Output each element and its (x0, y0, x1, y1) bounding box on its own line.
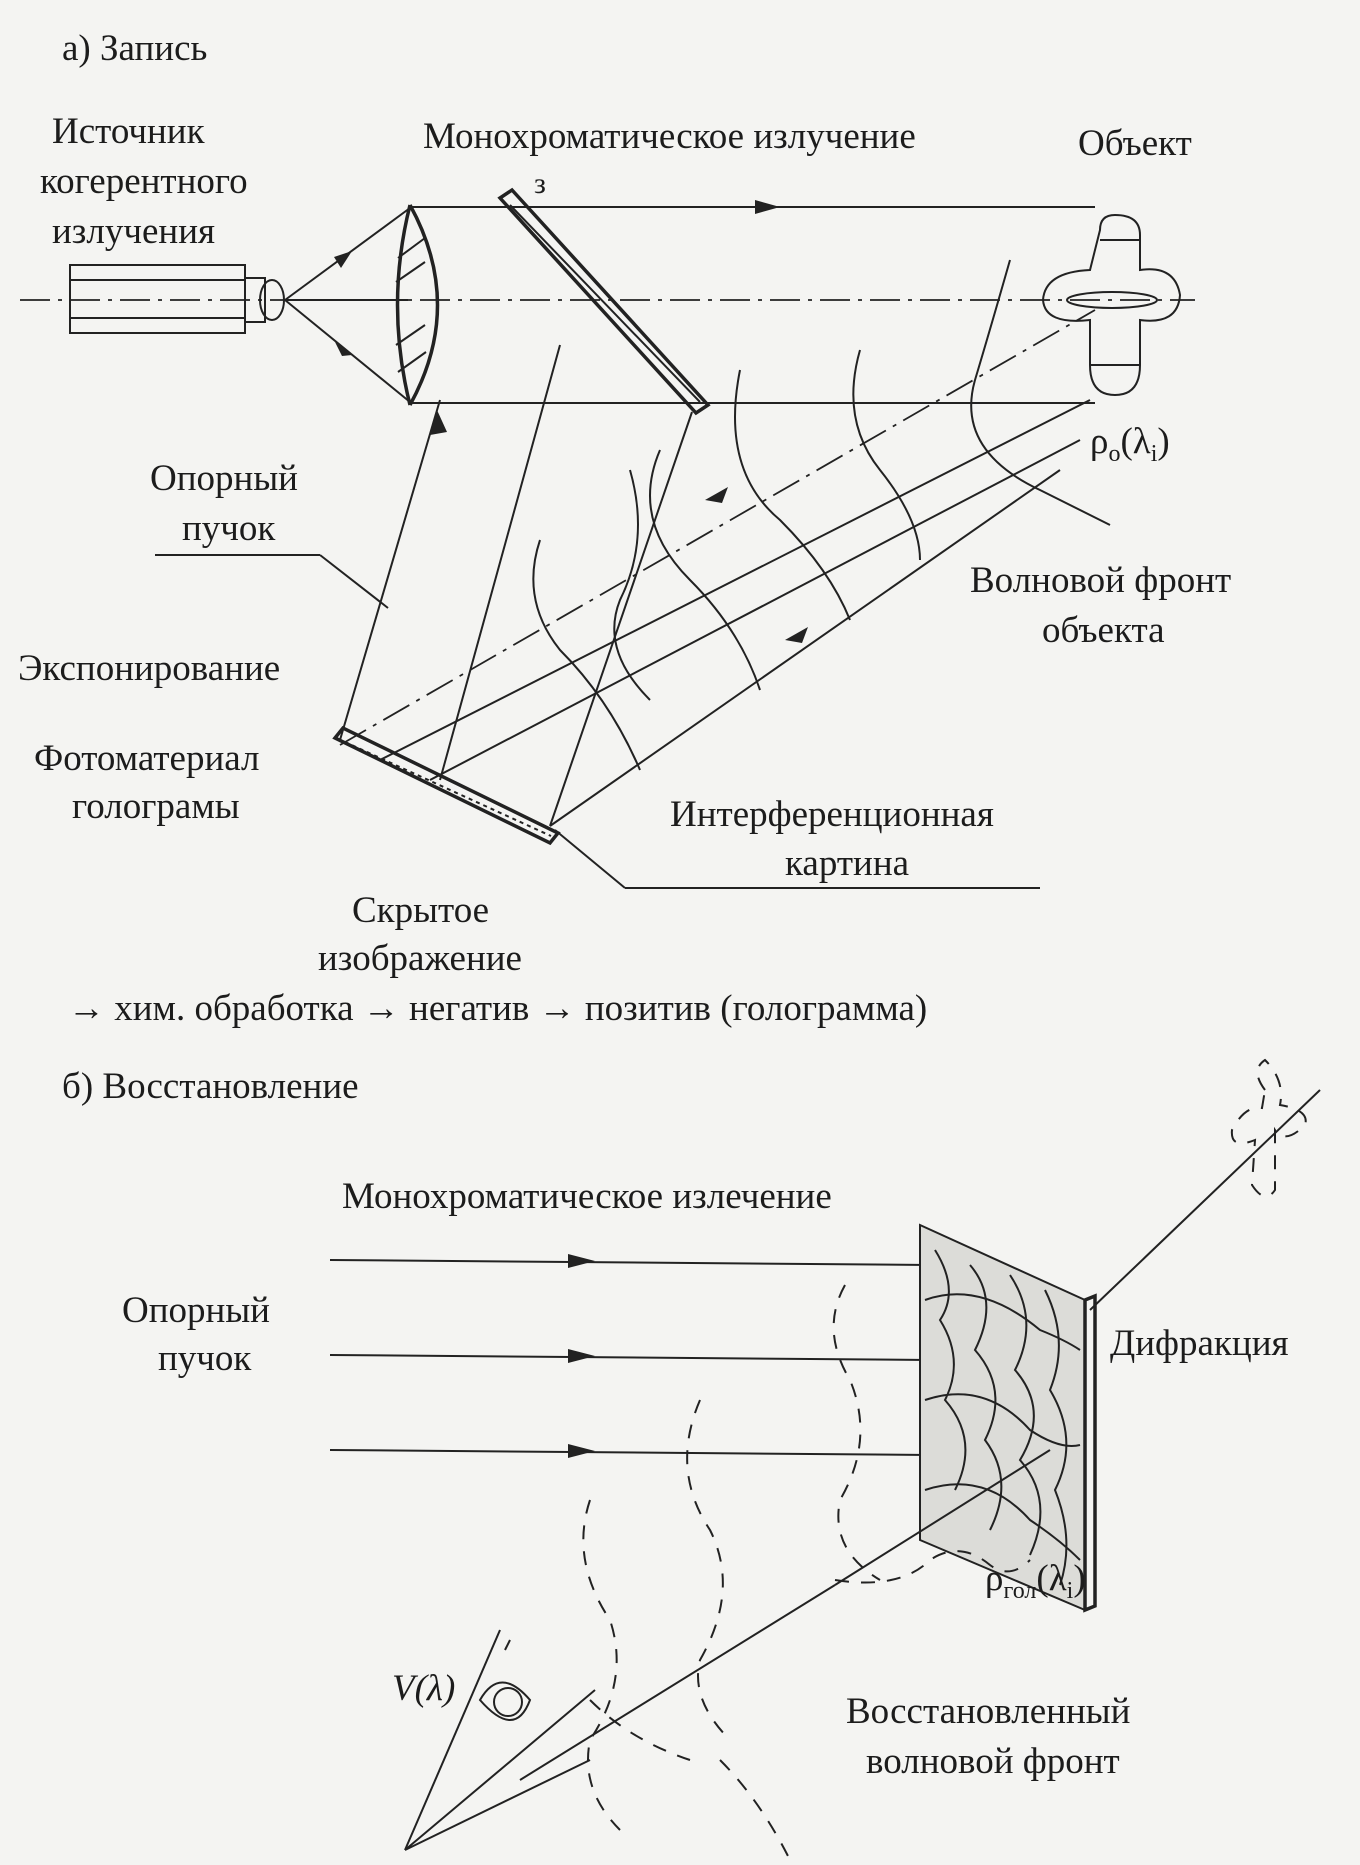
restored-label-line2: волновой фронт (866, 1741, 1120, 1782)
diverging-beam (284, 207, 411, 403)
restored-wavefronts (582, 1284, 1031, 1861)
v-lambda-label: V(λ) (392, 1668, 455, 1709)
object-shape (1041, 213, 1182, 397)
diffraction-label: Дифракция (1110, 1323, 1289, 1364)
source-label-line2: когерентного (40, 161, 248, 202)
diffraction-ray (1089, 1089, 1321, 1311)
recon-reference-rays (329, 1254, 931, 1458)
mono-radiation-label: Монохроматическое излучение (423, 116, 916, 157)
parallel-beams (412, 200, 1095, 404)
interference-label-line1: Интерференционная (670, 794, 994, 835)
reference-label-line2: пучок (182, 508, 276, 549)
exposure-label: Экспонирование (18, 648, 280, 689)
hologram-plate (332, 725, 561, 846)
reference-beam (339, 344, 693, 827)
recon-ray-lower (519, 1584, 836, 1781)
rho-o-symbol: ρо(λi) (1090, 421, 1170, 467)
interference-label-line2: картина (785, 843, 909, 884)
virtual-object-image (1230, 1058, 1307, 1198)
recording-heading: а) Запись (62, 28, 207, 69)
reference-label-line1: Опорный (150, 458, 298, 499)
collimating-lens (395, 204, 440, 406)
object-label: Объект (1078, 123, 1192, 164)
interference-leader (554, 829, 626, 889)
hologram (919, 1223, 1097, 1613)
latent-label-line1: Скрытое (352, 890, 489, 931)
source-label-line1: Источник (52, 111, 206, 152)
wavefront-label-line1: Волновой фронт (970, 560, 1231, 601)
reconstruction-section: б) Восстановление Монохроматическое изле… (62, 1058, 1321, 1861)
object-wavefronts (532, 259, 1111, 771)
recon-ray-to-eye (834, 1449, 1051, 1586)
restored-label-line1: Восстановленный (846, 1691, 1130, 1732)
process-chain: → хим. обработка → негатив → позитив (го… (68, 988, 927, 1029)
observer-eye (404, 1629, 596, 1851)
rho-hol-symbol: ρгол(λi) (985, 1558, 1086, 1604)
laser-source (69, 264, 285, 334)
photomaterial-label-line1: Фотоматериал (34, 738, 259, 779)
recon-mono-radiation-label: Монохроматическое излечение (342, 1176, 832, 1217)
source-label-line3: излучения (52, 211, 215, 252)
wavefront-label-line2: объекта (1042, 610, 1165, 651)
recon-reference-line1: Опорный (122, 1290, 270, 1331)
reference-leader (319, 554, 389, 609)
object-beam (339, 309, 1096, 827)
mirror-label: з (534, 167, 546, 200)
recon-reference-line2: пучок (158, 1338, 252, 1379)
beam-splitter-mirror (497, 187, 711, 416)
latent-label-line2: изображение (318, 938, 522, 979)
reconstruction-heading: б) Восстановление (62, 1066, 359, 1107)
recording-section: а) Запись Источник когерентного излучени… (18, 28, 1231, 1029)
photomaterial-label-line2: голограмы (72, 786, 240, 827)
